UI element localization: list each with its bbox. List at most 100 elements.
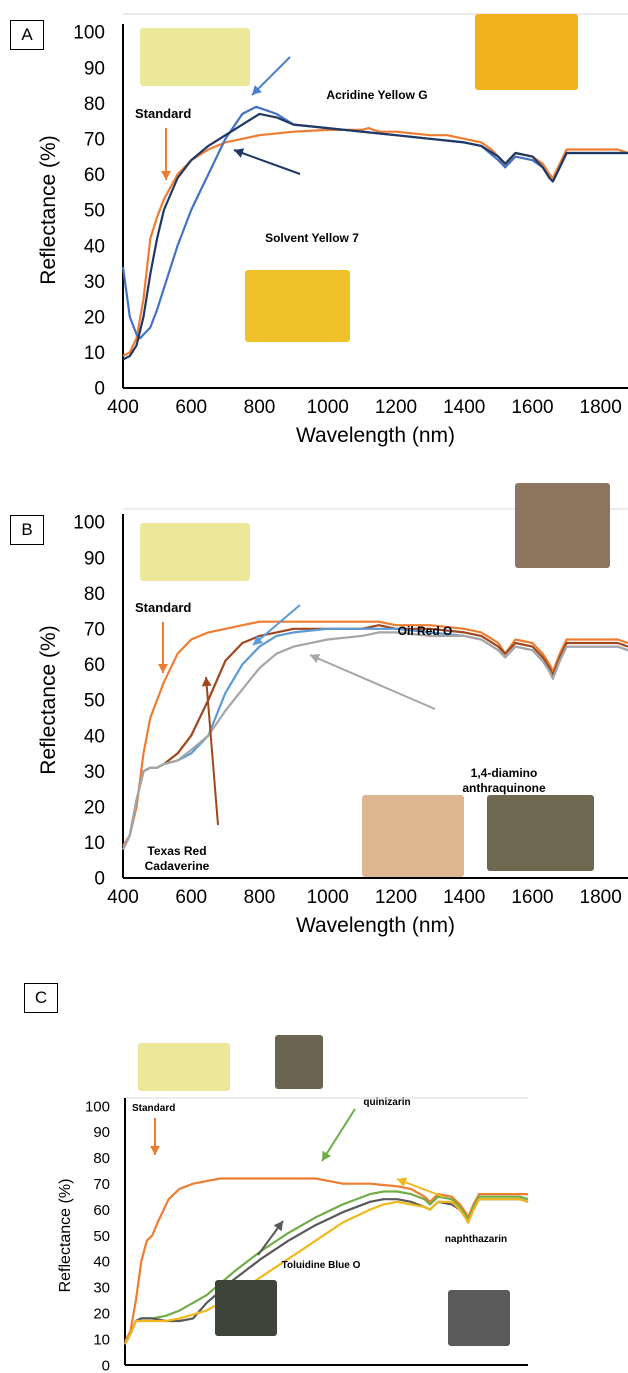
x-tick-label: 1800 [580, 887, 622, 908]
series-line-1 [122, 620, 628, 847]
annotation-arrow-head [234, 148, 245, 158]
swatch-acridine-yellow-a [475, 14, 578, 90]
annotation-arrow-line [309, 654, 436, 710]
swatch-toluidine-c [215, 1280, 277, 1336]
label-diamino-line1: 1,4-diamino [471, 766, 538, 780]
swatch-standard-b [140, 523, 250, 581]
y-tick-label: 40 [84, 726, 105, 747]
swatch-quinizarin-c [275, 1035, 323, 1089]
x-axis-title: Wavelength (nm) [296, 914, 455, 937]
label-texas-red-line2: Cadaverine [145, 859, 210, 873]
y-tick-label: 80 [84, 584, 105, 605]
y-tick-label: 50 [84, 691, 105, 712]
y-tick-label: 50 [84, 201, 105, 222]
label-naphthazarin: naphthazarin [445, 1234, 507, 1245]
y-tick-label: 10 [84, 833, 105, 854]
swatch-texas-red-b [362, 795, 464, 877]
series-line-3 [122, 112, 628, 361]
series-line-1 [122, 127, 628, 357]
annotation-arrow-head [161, 171, 171, 180]
y-tick-label: 40 [84, 236, 105, 257]
label-acridine-yellow-g: Acridine Yellow G [326, 88, 427, 102]
x-tick-label: 1000 [307, 887, 349, 908]
y-tick-label: 0 [94, 379, 105, 400]
y-tick-label: 30 [84, 762, 105, 783]
x-tick-label: 400 [107, 887, 139, 908]
x-tick-label: 1800 [580, 397, 622, 418]
label-toluidine-blue-o: Toluidine Blue O [282, 1260, 361, 1271]
annotation-arrow-head [397, 1177, 408, 1187]
x-tick-label: 1200 [375, 887, 417, 908]
x-tick-label: 1400 [443, 397, 485, 418]
y-tick-label: 20 [84, 307, 105, 328]
series-line-2 [121, 105, 628, 340]
y-tick-label: 100 [85, 1098, 110, 1115]
label-standard-c: Standard [132, 1103, 175, 1114]
y-axis-title: Reflectance (%) [57, 1179, 74, 1293]
chart-b: 0 10 20 30 40 50 60 70 80 90 100 400 600 800 1000 1200 1… [37, 508, 628, 937]
annotation-arrow-head [150, 1146, 160, 1155]
y-axis-title: Reflectance (%) [37, 135, 60, 284]
annotation-arrow-head [273, 1221, 283, 1232]
label-diamino-line2: anthraquinone [462, 781, 546, 795]
x-tick-label: 1600 [511, 887, 553, 908]
panel-c: 0102030405060708090100400600800100012001… [0, 955, 628, 1373]
series-line-4 [124, 1198, 529, 1345]
y-tick-label: 40 [93, 1254, 110, 1271]
annotation-arrow-head [322, 1150, 332, 1161]
annotation-arrow-head [310, 653, 321, 664]
y-tick-label: 80 [84, 94, 105, 115]
swatch-standard-a [140, 28, 250, 86]
label-solvent-yellow-7: Solvent Yellow 7 [265, 231, 359, 245]
y-tick-label: 90 [84, 58, 105, 79]
y-tick-label: 60 [93, 1202, 110, 1219]
y-tick-label: 0 [94, 869, 105, 890]
annotation-arrow-head [252, 85, 262, 95]
y-axis-title: Reflectance (%) [37, 625, 60, 774]
y-tick-label: 70 [84, 129, 105, 150]
annotation-arrow-line [252, 604, 301, 646]
annotation-arrow-head [158, 664, 168, 673]
x-tick-label: 1400 [443, 887, 485, 908]
y-tick-label: 70 [93, 1176, 110, 1193]
x-tick-label: 1200 [375, 397, 417, 418]
y-tick-label: 10 [84, 343, 105, 364]
swatch-oil-red-b [515, 483, 610, 568]
label-quinizarin: quinizarin [363, 1097, 410, 1108]
y-tick-label: 70 [84, 619, 105, 640]
annotation-arrow-head [201, 677, 212, 687]
label-texas-red-line1: Texas Red [147, 844, 206, 858]
label-standard-a: Standard [135, 106, 191, 121]
annotation-arrow-head [253, 635, 264, 645]
series-line-4 [122, 631, 628, 850]
annotation-arrow-line [321, 1108, 356, 1162]
label-standard-b: Standard [135, 600, 191, 615]
panel-letter-c: C [24, 983, 58, 1013]
panel-letter-a: A [10, 20, 44, 50]
x-tick-label: 800 [244, 397, 276, 418]
y-tick-label: 100 [73, 513, 105, 534]
swatch-naphthazarin-c [448, 1290, 510, 1346]
x-tick-label: 1000 [307, 397, 349, 418]
y-tick-label: 30 [84, 272, 105, 293]
swatch-standard-c [138, 1043, 230, 1091]
panel-b: 0 10 20 30 40 50 60 70 80 90 100 400 600 800 1000 1200 1… [0, 483, 628, 937]
x-tick-label: 600 [175, 397, 207, 418]
y-tick-label: 30 [93, 1280, 110, 1297]
panel-letter-b: B [10, 515, 44, 545]
swatch-solvent-yellow-a [245, 270, 350, 342]
x-tick-label: 1600 [511, 397, 553, 418]
x-axis-title: Wavelength (nm) [296, 424, 455, 447]
x-tick-label: 400 [107, 397, 139, 418]
y-tick-label: 20 [93, 1305, 110, 1322]
x-tick-label: 800 [244, 887, 276, 908]
y-tick-label: 60 [84, 165, 105, 186]
annotation-arrow-line [233, 149, 301, 175]
x-tick-label: 600 [175, 887, 207, 908]
y-tick-label: 60 [84, 655, 105, 676]
y-tick-label: 20 [84, 797, 105, 818]
y-tick-label: 90 [84, 548, 105, 569]
swatch-diamino-b [487, 795, 594, 871]
